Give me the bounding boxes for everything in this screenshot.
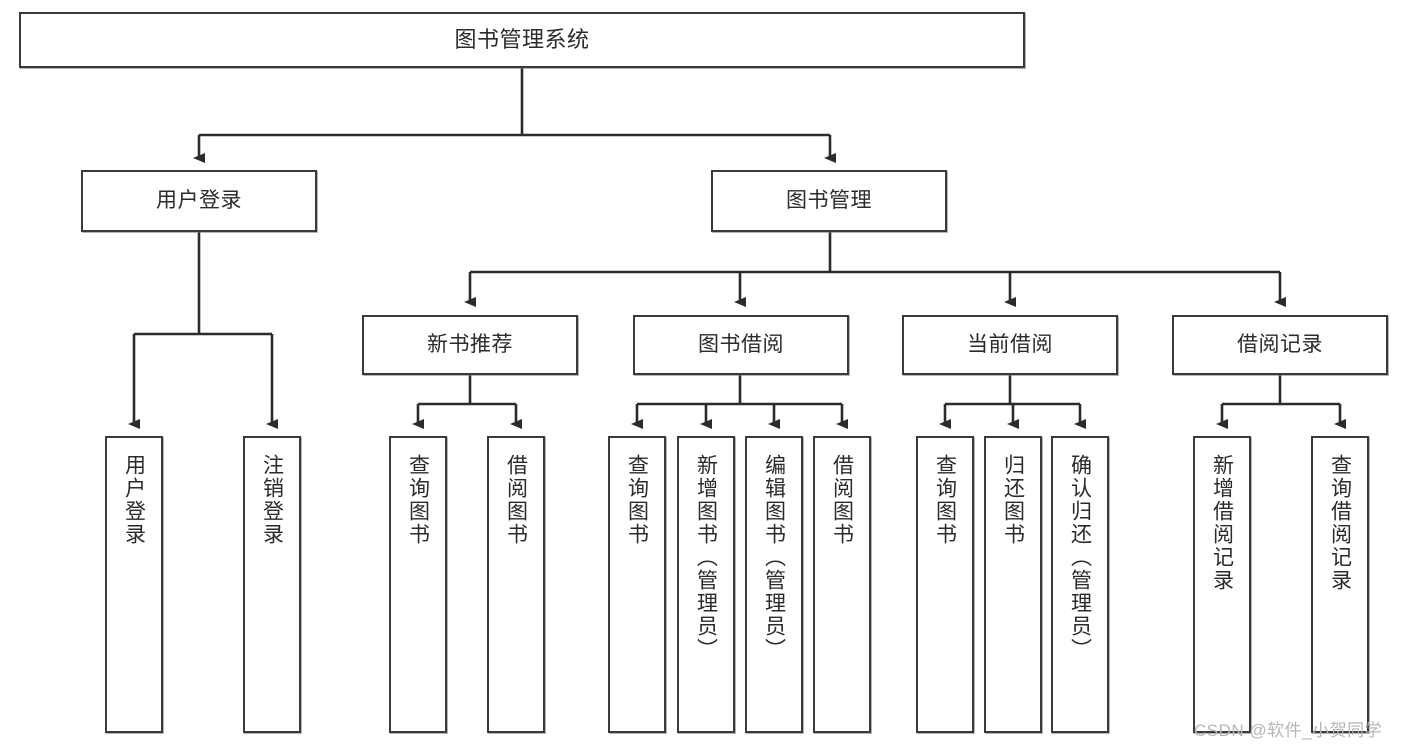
- node-label: 图书管理: [786, 189, 872, 213]
- leaf-borrow-query-book[interactable]: 查询图书: [608, 436, 666, 733]
- leaf-borrow-edit-book-admin[interactable]: 编辑图书（管理员）: [745, 436, 803, 733]
- node-label: 查询图书: [933, 454, 957, 546]
- leaf-current-return-book[interactable]: 归还图书: [984, 436, 1042, 733]
- node-label: 借阅图书: [504, 454, 528, 546]
- node-label: 查询借阅记录: [1328, 454, 1352, 592]
- node-borrow-record[interactable]: 借阅记录: [1172, 315, 1388, 375]
- leaf-current-query-book[interactable]: 查询图书: [916, 436, 974, 733]
- node-label: 用户登录: [122, 454, 146, 546]
- node-new-book-recommend[interactable]: 新书推荐: [362, 315, 578, 375]
- leaf-current-confirm-return-admin[interactable]: 确认归还（管理员）: [1051, 436, 1109, 733]
- node-label: 借阅记录: [1237, 333, 1323, 357]
- node-label: 当前借阅: [967, 333, 1053, 357]
- leaf-user-login-login[interactable]: 用户登录: [105, 436, 163, 733]
- node-book-management[interactable]: 图书管理: [711, 170, 947, 232]
- watermark-text: CSDN @软件_小贺同学: [1194, 721, 1383, 740]
- node-label: 图书管理系统: [454, 26, 590, 52]
- node-label: 新增图书（管理员）: [694, 454, 718, 661]
- node-user-login[interactable]: 用户登录: [81, 170, 317, 232]
- node-book-borrow[interactable]: 图书借阅: [633, 315, 849, 375]
- node-label: 查询图书: [625, 454, 649, 546]
- leaf-borrow-borrow-book[interactable]: 借阅图书: [813, 436, 871, 733]
- node-label: 编辑图书（管理员）: [762, 454, 786, 661]
- node-label: 借阅图书: [830, 454, 854, 546]
- leaf-record-query-record[interactable]: 查询借阅记录: [1311, 436, 1369, 733]
- node-label: 确认归还（管理员）: [1068, 454, 1092, 661]
- node-root-system[interactable]: 图书管理系统: [19, 12, 1025, 68]
- node-label: 归还图书: [1001, 454, 1025, 546]
- leaf-borrow-add-book-admin[interactable]: 新增图书（管理员）: [677, 436, 735, 733]
- node-label: 用户登录: [156, 189, 242, 213]
- node-label: 注销登录: [260, 454, 284, 546]
- leaf-recommend-query-book[interactable]: 查询图书: [389, 436, 447, 733]
- node-label: 图书借阅: [698, 333, 784, 357]
- node-label: 新增借阅记录: [1210, 454, 1234, 592]
- node-label: 查询图书: [406, 454, 430, 546]
- leaf-record-add-record[interactable]: 新增借阅记录: [1193, 436, 1251, 733]
- node-label: 新书推荐: [427, 333, 513, 357]
- node-current-borrow[interactable]: 当前借阅: [902, 315, 1118, 375]
- leaf-user-login-logout[interactable]: 注销登录: [243, 436, 301, 733]
- leaf-recommend-borrow-book[interactable]: 借阅图书: [487, 436, 545, 733]
